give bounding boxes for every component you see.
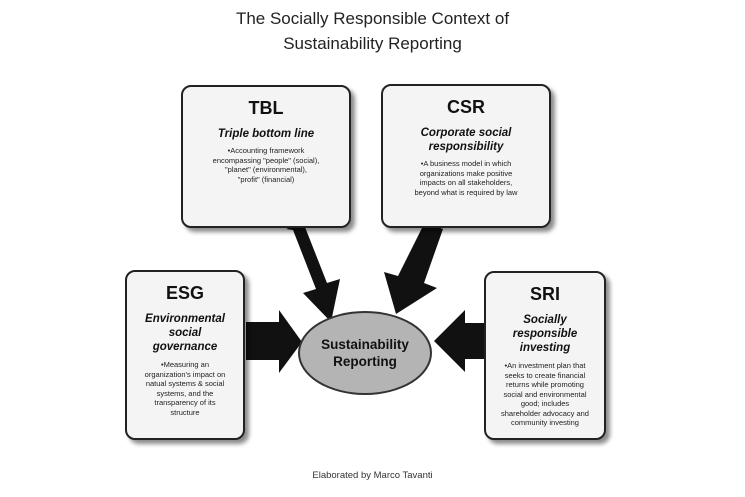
box-esg-full-line: Environmental xyxy=(145,313,225,325)
box-csr-full-line: responsibility xyxy=(428,141,504,153)
box-esg-full: Environmental social governance xyxy=(133,312,237,354)
box-csr-desc-line: organizations make positive xyxy=(419,168,513,178)
title-line-1: The Socially Responsible Context of xyxy=(235,9,510,28)
box-csr-desc-line: impacts on all stakeholders, xyxy=(419,178,513,187)
box-sri-full: Socially responsible investing xyxy=(492,313,598,355)
box-sri-full-line: responsible xyxy=(512,328,578,340)
arrow-tbl xyxy=(286,222,340,322)
box-tbl-desc-line: •Accounting framework xyxy=(227,146,305,155)
box-tbl: TBL Triple bottom line •Accounting frame… xyxy=(181,85,351,228)
box-sri-desc-line: seeks to create financial xyxy=(504,370,586,380)
box-sri-full-line: investing xyxy=(519,342,571,354)
box-csr-desc-line: •A business model in which xyxy=(420,159,512,168)
box-esg-desc: •Measuring an organization's impact on n… xyxy=(133,360,237,417)
box-tbl-full: Triple bottom line xyxy=(189,127,343,141)
center-label-line-1: Sustainability xyxy=(321,337,409,352)
box-csr: CSR Corporate social responsibility •A b… xyxy=(381,84,551,228)
box-csr-desc: •A business model in which organizations… xyxy=(389,159,543,197)
box-csr-abbr: CSR xyxy=(446,97,485,117)
attribution: Elaborated by Marco Tavanti xyxy=(312,470,433,481)
box-sri-abbr: SRI xyxy=(529,284,560,304)
box-esg-full-line: governance xyxy=(152,341,218,353)
box-esg: ESG Environmental social governance •Mea… xyxy=(125,270,245,440)
box-csr-desc-line: beyond what is required by law xyxy=(414,187,518,197)
arrow-sri xyxy=(434,310,484,372)
box-esg-desc-line: transparency of its xyxy=(154,398,216,407)
box-tbl-desc-line: "planet" (environmental), xyxy=(224,165,308,174)
box-csr-full: Corporate social responsibility xyxy=(389,126,543,154)
box-sri-desc-line: community investing xyxy=(511,418,579,427)
box-sri-full-line: Socially xyxy=(523,314,567,326)
box-sri-desc-line: social and environmental xyxy=(503,389,587,399)
box-tbl-desc-line: encompassing "people" (social), xyxy=(212,155,320,165)
box-sri-desc: •An investment plan that seeks to create… xyxy=(492,361,598,428)
box-esg-full-line: social xyxy=(168,327,202,339)
arrow-csr xyxy=(384,222,443,314)
title-line-2: Sustainability Reporting xyxy=(283,34,462,53)
arrow-esg xyxy=(246,310,302,373)
box-sri-desc-line: good; includes xyxy=(520,399,570,408)
box-tbl-desc-line: "profit" (financial) xyxy=(237,174,295,184)
box-sri-desc-line: returns while promoting xyxy=(506,380,584,389)
box-esg-desc-line: structure xyxy=(170,407,200,417)
box-tbl-full-line: Triple bottom line xyxy=(217,128,315,140)
center-label-line-2: Reporting xyxy=(333,354,397,369)
box-sri: SRI Socially responsible investing •An i… xyxy=(484,271,606,440)
box-tbl-abbr: TBL xyxy=(248,98,284,118)
box-tbl-desc: •Accounting framework encompassing "peop… xyxy=(189,146,343,184)
box-esg-desc-line: natual systems & social xyxy=(145,379,225,388)
box-esg-desc-line: systems, and the xyxy=(156,388,214,398)
diagram-title: The Socially Responsible Context of Sust… xyxy=(0,6,745,56)
box-sri-desc-line: shareholder advocacy and xyxy=(501,408,589,418)
box-esg-desc-line: organization's impact on xyxy=(144,369,226,379)
box-csr-full-line: Corporate social xyxy=(420,127,512,139)
box-esg-abbr: ESG xyxy=(165,283,204,303)
box-esg-desc-line: •Measuring an xyxy=(160,360,210,369)
box-sri-desc-line: •An investment plan that xyxy=(504,361,586,370)
center-ellipse: Sustainability Reporting xyxy=(298,311,432,395)
